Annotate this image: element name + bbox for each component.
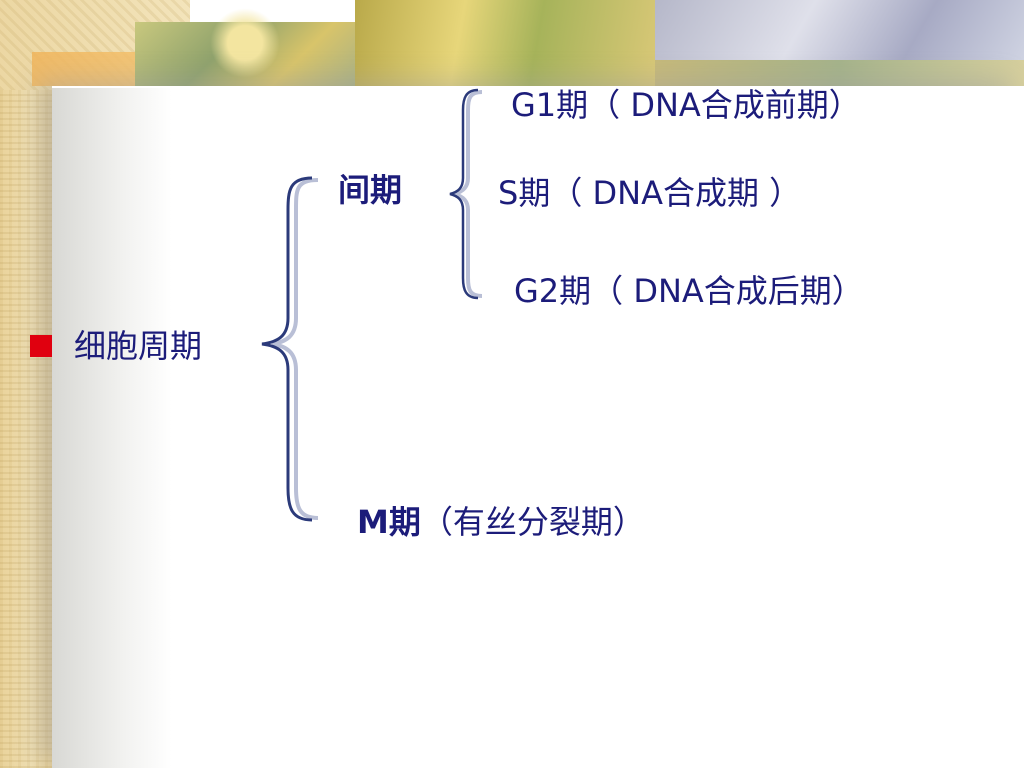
small-brace-shadow (453, 90, 483, 298)
bullet-square (30, 335, 52, 357)
mitosis-label: M期（有丝分裂期） (357, 506, 645, 538)
big-brace (261, 176, 313, 522)
leaf-decor (210, 8, 280, 78)
small-brace (449, 88, 479, 300)
panel-shadow (52, 88, 172, 768)
mitosis-label-bold: M期 (357, 503, 421, 541)
big-brace-shadow (271, 178, 319, 520)
parchment-strip (0, 0, 52, 768)
mitosis-label-rest: （有丝分裂期） (420, 503, 645, 541)
stage-g1: G1期（ DNA合成前期） (511, 86, 861, 124)
interphase-label: 间期 (338, 171, 403, 209)
content-panel (52, 86, 1024, 768)
stage-g2: G2期（ DNA合成后期） (514, 272, 864, 310)
decor-banner (135, 0, 1024, 88)
root-label: 细胞周期 (74, 327, 203, 365)
stage-s: S期（ DNA合成期 ） (498, 174, 802, 212)
